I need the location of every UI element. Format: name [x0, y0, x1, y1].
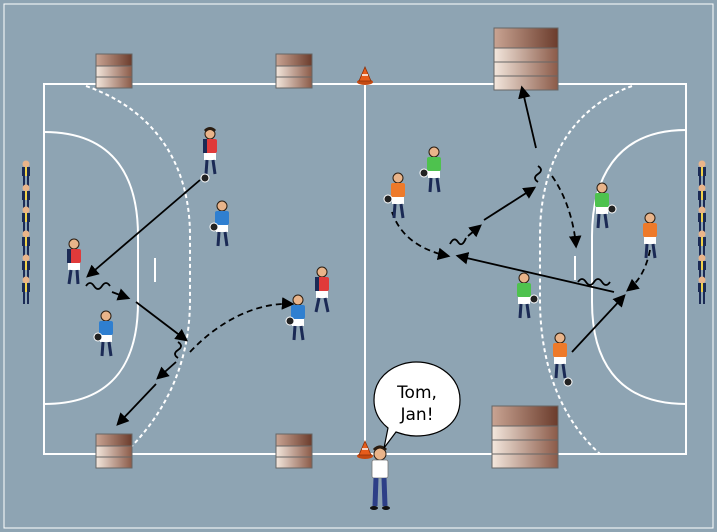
box-icon [275, 433, 313, 469]
run-arrow [135, 301, 189, 342]
speech-line-1: Tom, [396, 383, 437, 403]
left-free-throw-line [85, 85, 191, 455]
right-goal-area-line [591, 129, 687, 405]
player-icon [22, 276, 30, 304]
box-icon [95, 433, 133, 469]
player-icon [200, 127, 217, 183]
movement-arrows [85, 85, 651, 426]
cone-icon [357, 65, 373, 85]
pass-arrow [467, 224, 482, 238]
players [22, 127, 706, 387]
player-icon [517, 272, 539, 319]
player-icon [285, 294, 305, 341]
ball-icon [209, 222, 219, 232]
stacked-box-icon [491, 405, 559, 469]
pass-arrow [455, 252, 615, 293]
diagram-frame [3, 3, 714, 529]
ball-icon [529, 294, 539, 304]
ball-icon [383, 194, 393, 204]
box-icon [275, 53, 313, 89]
dashed-run [391, 211, 451, 261]
boxes [95, 27, 559, 469]
player-icon [698, 160, 706, 188]
player-icon [209, 200, 229, 247]
box-icon [95, 53, 133, 89]
ball-icon [563, 377, 573, 387]
dribble-path [534, 165, 542, 183]
free-throw-lines [85, 85, 633, 455]
run-arrow [111, 288, 131, 301]
speech-line-2: Jan! [399, 405, 433, 425]
player-icon [419, 146, 441, 193]
player-icon [643, 212, 657, 259]
player-icon [67, 238, 81, 285]
pass-arrow [156, 361, 177, 380]
player-icon [383, 172, 405, 219]
ball-icon [93, 332, 103, 342]
player-icon [698, 276, 706, 304]
player-icon [595, 182, 617, 229]
pass-arrow [86, 179, 201, 278]
dribble-path [577, 278, 611, 286]
dribble-path [174, 341, 182, 359]
dashed-run [626, 249, 651, 292]
speech-bubble: Tom, Jan! [373, 361, 461, 449]
cone-icon [357, 439, 373, 459]
dribble-path [85, 282, 111, 290]
player-icon [22, 184, 30, 212]
player-icon [93, 310, 113, 357]
player-icon [553, 332, 573, 387]
pass-arrow [116, 383, 157, 426]
dashed-run [189, 297, 295, 353]
dribble-path [449, 237, 467, 246]
pass-arrow [483, 186, 537, 221]
pass-arrow [571, 294, 626, 353]
pass-arrow [518, 85, 537, 149]
ball-icon [607, 204, 617, 214]
coach-icon [370, 445, 390, 510]
left-goal-area-line [43, 131, 139, 405]
stacked-box-icon [493, 27, 559, 91]
ball-icon [200, 173, 210, 183]
player-icon [314, 266, 330, 313]
ball-icon [419, 168, 429, 178]
ball-icon [285, 316, 295, 326]
